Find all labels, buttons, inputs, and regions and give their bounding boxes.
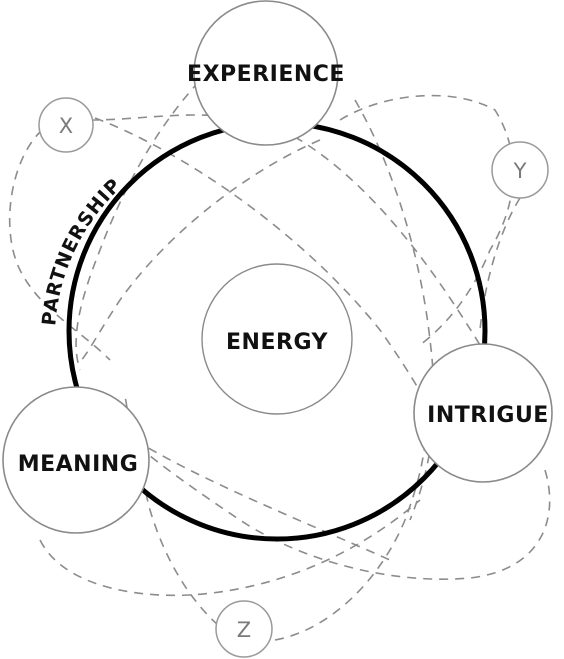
node-intrigue: INTRIGUE — [413, 343, 553, 483]
dashed-orbit-meaning-cross — [134, 439, 391, 561]
dashed-orbit-experience-down — [354, 99, 435, 521]
intrigue-label: INTRIGUE — [427, 403, 549, 428]
dashed-orbit-y-loop — [339, 94, 514, 346]
dashed-orbit-meaning-bottom — [39, 499, 421, 597]
x-label: X — [59, 114, 73, 138]
experience-circle — [193, 0, 339, 146]
y-label: Y — [513, 159, 527, 183]
y-circle — [491, 141, 549, 199]
x-circle — [38, 97, 94, 153]
node-x: X — [38, 97, 94, 153]
energy-label: ENERGY — [226, 330, 328, 355]
node-z: Z — [215, 600, 273, 658]
node-energy: ENERGY — [201, 263, 353, 415]
node-y: Y — [491, 141, 549, 199]
experience-label: EXPERIENCE — [187, 62, 345, 87]
partnership-label: PARTNERSHIP — [38, 174, 126, 327]
meaning-circle — [2, 386, 150, 534]
z-circle — [215, 600, 273, 658]
dashed-orbit-x-left — [8, 129, 111, 361]
node-experience: EXPERIENCE — [187, 0, 345, 146]
node-meaning: MEANING — [2, 386, 150, 534]
intrigue-circle — [413, 343, 553, 483]
dashed-orbit-y-to-experience — [479, 197, 521, 331]
dashed-orbit-experience-left — [75, 69, 211, 371]
energy-circle — [201, 263, 353, 415]
meaning-label: MEANING — [18, 452, 139, 477]
dashed-orbit-x-loop — [89, 114, 481, 346]
dashed-orbit-z-right — [274, 399, 428, 641]
dashed-orbit-z-left — [124, 394, 219, 626]
dashed-orbit-inner-cross — [79, 139, 321, 363]
z-label: Z — [237, 618, 251, 642]
